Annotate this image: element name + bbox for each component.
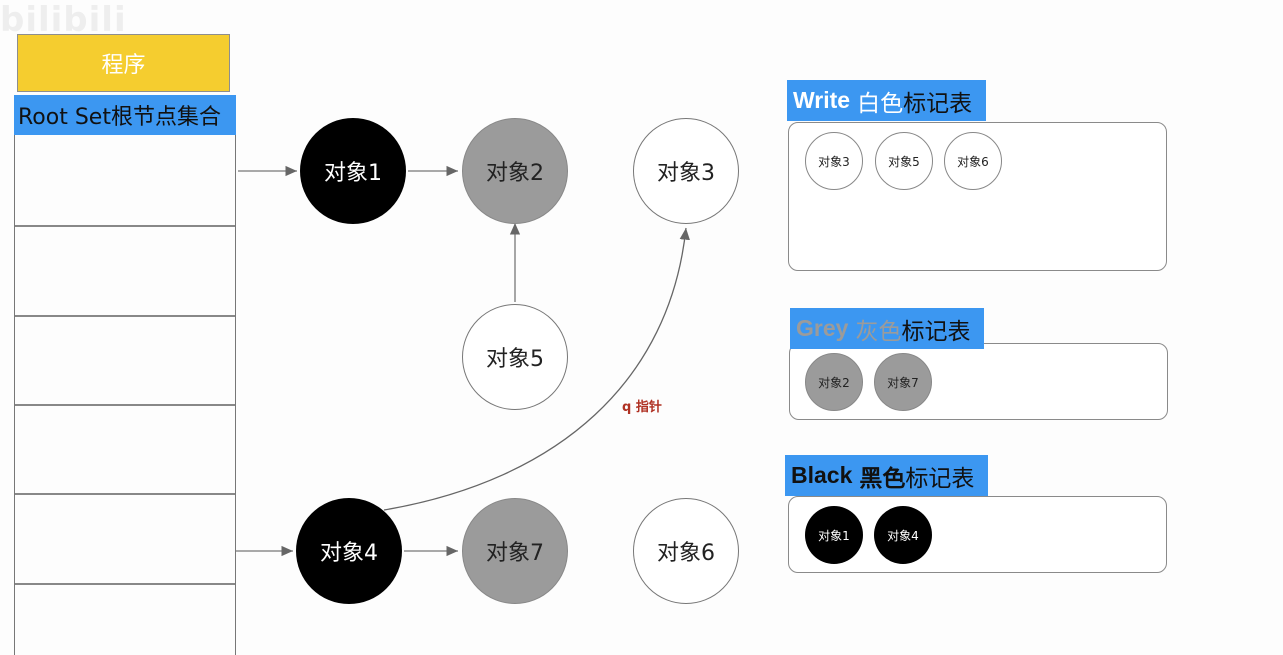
- black-table-item: 对象4: [874, 506, 932, 564]
- program-box: 程序: [17, 34, 230, 92]
- white-title-en: Write: [793, 87, 851, 113]
- root-set-title: Root Set根节点集合: [14, 95, 236, 135]
- node-obj4: 对象4: [296, 498, 402, 604]
- white-table-item: 对象5: [875, 132, 933, 190]
- node-obj5: 对象5: [462, 304, 568, 410]
- white-table-item: 对象3: [805, 132, 863, 190]
- node-obj1: 对象1: [300, 118, 406, 224]
- node-obj3: 对象3: [633, 118, 739, 224]
- black-title-en: Black: [791, 462, 853, 488]
- black-title-suffix: 标记表: [905, 465, 975, 492]
- root-set-row: [15, 583, 235, 585]
- grey-table-title: Grey 灰色 标记表: [790, 308, 984, 349]
- grey-mark-table: 对象2 对象7: [789, 343, 1168, 420]
- root-set-row: [15, 225, 235, 227]
- black-title-color: 黑色: [859, 465, 906, 492]
- grey-title-en: Grey: [796, 315, 849, 341]
- grey-title-suffix: 标记表: [901, 318, 971, 345]
- root-set-row: [15, 315, 235, 317]
- white-mark-table: 对象3 对象5 对象6: [788, 122, 1167, 271]
- grey-table-item: 对象2: [805, 353, 863, 411]
- black-table-item: 对象1: [805, 506, 863, 564]
- bilibili-watermark: bilibili: [0, 0, 127, 40]
- node-obj2: 对象2: [462, 118, 568, 224]
- white-title-suffix: 标记表: [903, 90, 973, 117]
- node-obj7: 对象7: [462, 498, 568, 604]
- grey-title-color: 灰色: [855, 318, 902, 345]
- node-obj6: 对象6: [633, 498, 739, 604]
- white-table-item: 对象6: [944, 132, 1002, 190]
- root-set-table: [14, 135, 236, 655]
- white-title-color: 白色: [857, 90, 904, 117]
- edge-q-pointer-obj4-to-obj3: [383, 227, 690, 511]
- q-pointer-label: q 指针: [622, 400, 662, 415]
- root-set-row: [15, 404, 235, 406]
- white-table-title: Write 白色 标记表: [787, 80, 986, 121]
- root-set-row: [15, 493, 235, 495]
- black-table-title: Black 黑色 标记表: [785, 455, 988, 496]
- black-mark-table: 对象1 对象4: [788, 496, 1167, 573]
- grey-table-item: 对象7: [874, 353, 932, 411]
